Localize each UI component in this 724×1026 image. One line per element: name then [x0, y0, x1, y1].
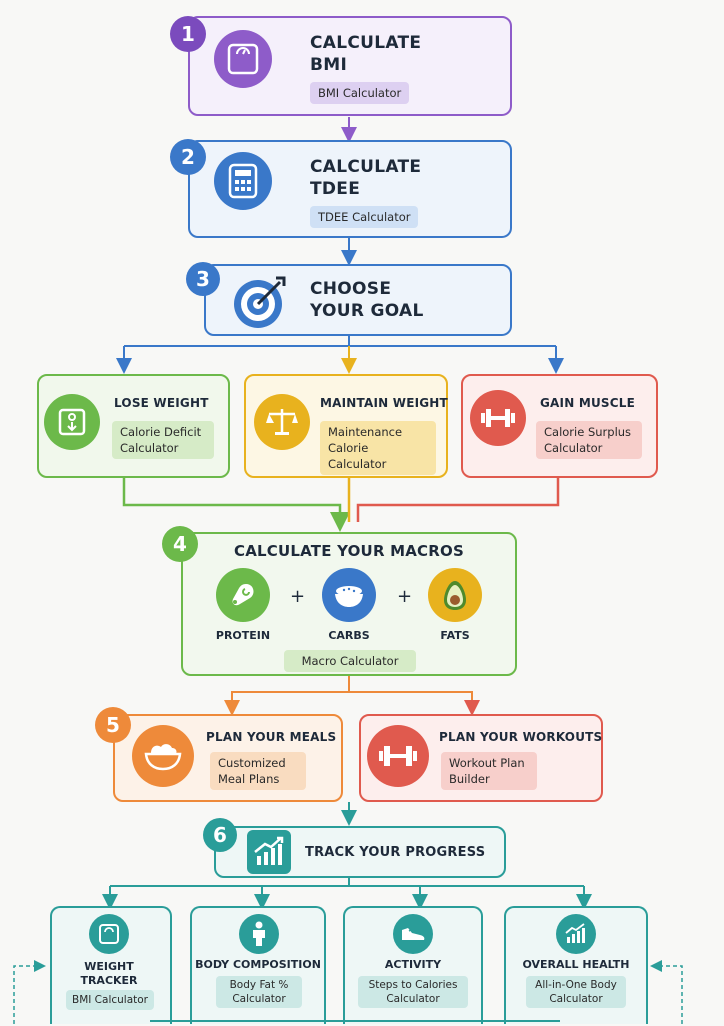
goal-gain-title: GAIN MUSCLE [540, 396, 636, 410]
scale-icon [214, 30, 272, 88]
goal-maintain-tag[interactable]: Maintenance Calorie Calculator [320, 421, 436, 475]
step-1-tag[interactable]: BMI Calculator [310, 82, 410, 104]
calculator-icon [214, 152, 272, 210]
plan-meals-title: PLAN YOUR MEALS [206, 730, 337, 744]
scale-down-icon [44, 394, 100, 450]
plus-sign-2: + [397, 586, 413, 607]
step-4-tag[interactable]: Macro Calculator [284, 650, 416, 672]
macro-fats-label: FATS [440, 629, 470, 642]
tracker-weight-title: WEIGHT TRACKER [80, 960, 138, 987]
goal-lose-tag[interactable]: Calorie Deficit Calculator [112, 421, 214, 459]
balance-scale-icon [254, 394, 310, 450]
tracker-activity-title: ACTIVITY [384, 958, 442, 971]
step-5-badge: 5 [95, 707, 131, 743]
arrow-macro-split [231, 676, 473, 706]
protein-icon [216, 568, 270, 622]
step-4-badge: 4 [162, 526, 198, 562]
step-2-badge: 2 [170, 139, 206, 175]
arrow-track-split [109, 878, 585, 900]
step-2-title: CALCULATE TDEE [310, 157, 422, 199]
workout-dumbbell-icon [367, 725, 429, 787]
step-1-title: CALCULATE BMI [310, 33, 422, 75]
goal-lose-title: LOSE WEIGHT [114, 396, 209, 410]
growth-chart-icon [247, 830, 291, 874]
plan-workouts-tag[interactable]: Workout Plan Builder [441, 752, 537, 790]
step-4-title: CALCULATE YOUR MACROS [234, 542, 464, 560]
tracker-health-tag[interactable]: All-in-One Body Calculator [526, 976, 626, 1008]
arrow-goal-split [123, 335, 557, 364]
plus-sign-1: + [290, 586, 306, 607]
health-chart-icon [556, 914, 596, 954]
macro-protein-label: PROTEIN [215, 629, 271, 642]
step-6-title: TRACK YOUR PROGRESS [305, 845, 486, 860]
dumbbell-icon [470, 390, 526, 446]
tracker-body-title: BODY COMPOSITION [195, 958, 321, 971]
person-icon [239, 914, 279, 954]
tracker-weight-tag[interactable]: BMI Calculator [66, 990, 154, 1010]
bottom-divider [150, 1020, 560, 1026]
loop-arrow-right [650, 960, 683, 1024]
step-6-badge: 6 [203, 818, 237, 852]
step-3-badge: 3 [186, 262, 220, 296]
shoe-icon [393, 914, 433, 954]
step-1-badge: 1 [170, 16, 206, 52]
tracker-health-title: OVERALL HEALTH [522, 958, 630, 971]
plan-meals-tag[interactable]: Customized Meal Plans [210, 752, 306, 790]
macro-carbs-label: CARBS [328, 629, 370, 642]
carbs-bowl-icon [322, 568, 376, 622]
goal-gain-tag[interactable]: Calorie Surplus Calculator [536, 421, 642, 459]
avocado-icon [428, 568, 482, 622]
tracker-scale-icon [89, 914, 129, 954]
loop-arrow-left [13, 960, 46, 1024]
arrow-goal-merge [122, 478, 350, 532]
tracker-body-tag[interactable]: Body Fat % Calculator [216, 976, 302, 1008]
target-icon [232, 274, 288, 334]
goal-maintain-title: MAINTAIN WEIGHT [320, 396, 448, 410]
step-3-title: CHOOSE YOUR GOAL [310, 279, 424, 321]
step-2-tag[interactable]: TDEE Calculator [310, 206, 419, 228]
meal-bowl-icon [132, 725, 194, 787]
tracker-activity-tag[interactable]: Steps to Calories Calculator [358, 976, 468, 1008]
plan-workouts-title: PLAN YOUR WORKOUTS [439, 730, 603, 744]
